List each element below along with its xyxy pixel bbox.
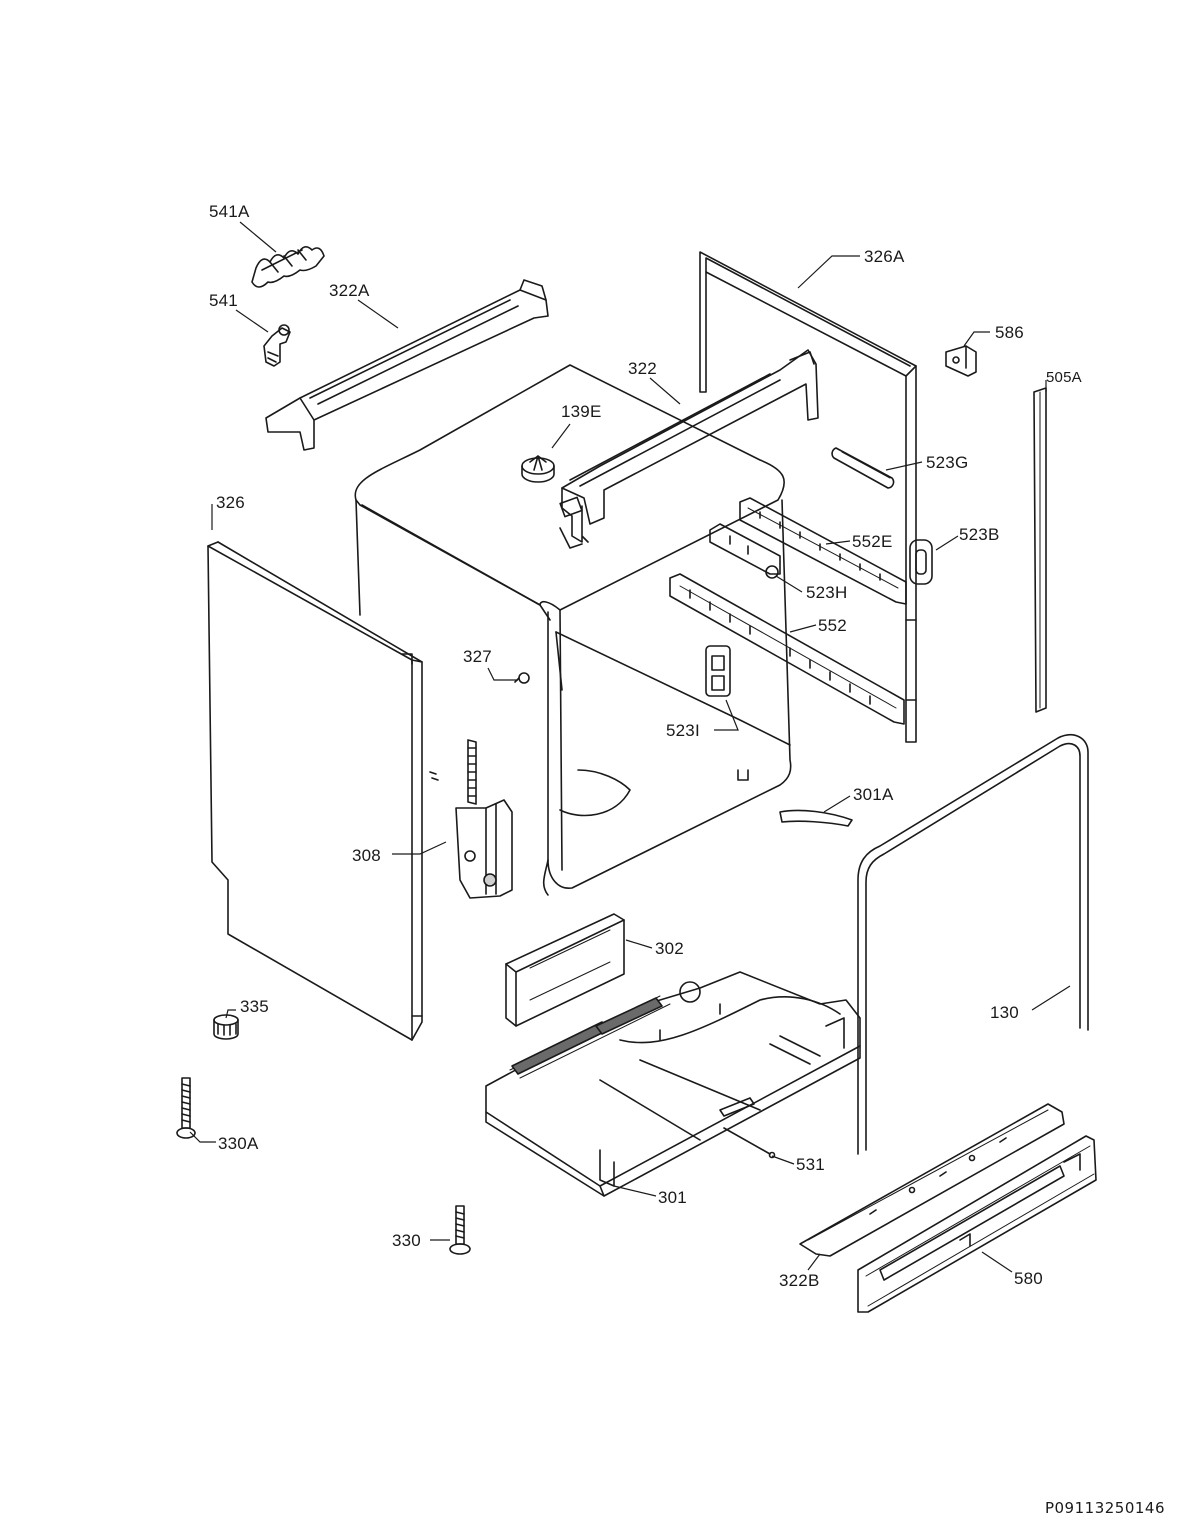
part-326-side-panel <box>207 541 423 1041</box>
part-301-base-tray <box>485 971 861 1197</box>
part-308-hinge <box>429 739 513 899</box>
label-326: 326 <box>216 493 245 512</box>
label-130: 130 <box>990 1003 1019 1022</box>
label-541: 541 <box>209 291 238 310</box>
part-301A-guide <box>779 809 853 827</box>
label-322B: 322B <box>779 1271 820 1290</box>
label-302: 302 <box>655 939 684 958</box>
part-552-rail <box>669 573 905 725</box>
part-322-top-rail <box>559 349 819 549</box>
part-330-screw <box>449 1205 471 1255</box>
label-322A: 322A <box>329 281 370 300</box>
part-552E-rail <box>739 497 907 605</box>
part-302-bracket <box>505 913 625 1027</box>
label-541A: 541A <box>209 202 250 221</box>
part-541A-clips <box>251 246 325 288</box>
label-586: 586 <box>995 323 1024 342</box>
label-330A: 330A <box>218 1134 259 1153</box>
label-552: 552 <box>818 616 847 635</box>
document-id: P09113250146 <box>1044 1499 1165 1517</box>
leader-lines <box>189 221 1071 1273</box>
part-tub-body <box>354 364 792 896</box>
part-531-pin <box>723 1127 776 1159</box>
label-327: 327 <box>463 647 492 666</box>
label-301: 301 <box>658 1188 687 1207</box>
part-523B-bumper <box>909 539 933 585</box>
part-327-plug <box>514 672 530 684</box>
label-523G: 523G <box>926 453 969 472</box>
part-139E-knob <box>521 455 555 483</box>
part-322A-top-rail <box>265 279 549 451</box>
label-139E: 139E <box>561 402 602 421</box>
part-330A-screw <box>176 1077 196 1139</box>
part-580-base-rail <box>857 1135 1097 1313</box>
label-335: 335 <box>240 997 269 1016</box>
part-505A-seal-strip <box>1033 387 1047 713</box>
part-335-foot <box>213 1014 239 1040</box>
label-580: 580 <box>1014 1269 1043 1288</box>
part-130-seal-frame <box>857 734 1089 1155</box>
part-586-bracket <box>945 345 977 377</box>
label-330: 330 <box>392 1231 421 1250</box>
label-505A: 505A <box>1046 369 1082 386</box>
label-326A: 326A <box>864 247 905 266</box>
label-523B: 523B <box>959 525 1000 544</box>
part-523I-bracket <box>705 645 731 697</box>
part-322B-rail <box>799 1103 1065 1257</box>
label-308: 308 <box>352 846 381 865</box>
part-523G-slot <box>831 447 895 489</box>
label-552E: 552E <box>852 532 893 551</box>
part-326A-side-panel <box>699 251 917 743</box>
part-541-clip <box>263 324 291 367</box>
label-523H: 523H <box>806 583 848 602</box>
label-531: 531 <box>796 1155 825 1174</box>
label-523I: 523I <box>666 721 700 740</box>
label-301A: 301A <box>853 785 894 804</box>
part-523H-bracket <box>709 523 781 579</box>
label-322: 322 <box>628 359 657 378</box>
